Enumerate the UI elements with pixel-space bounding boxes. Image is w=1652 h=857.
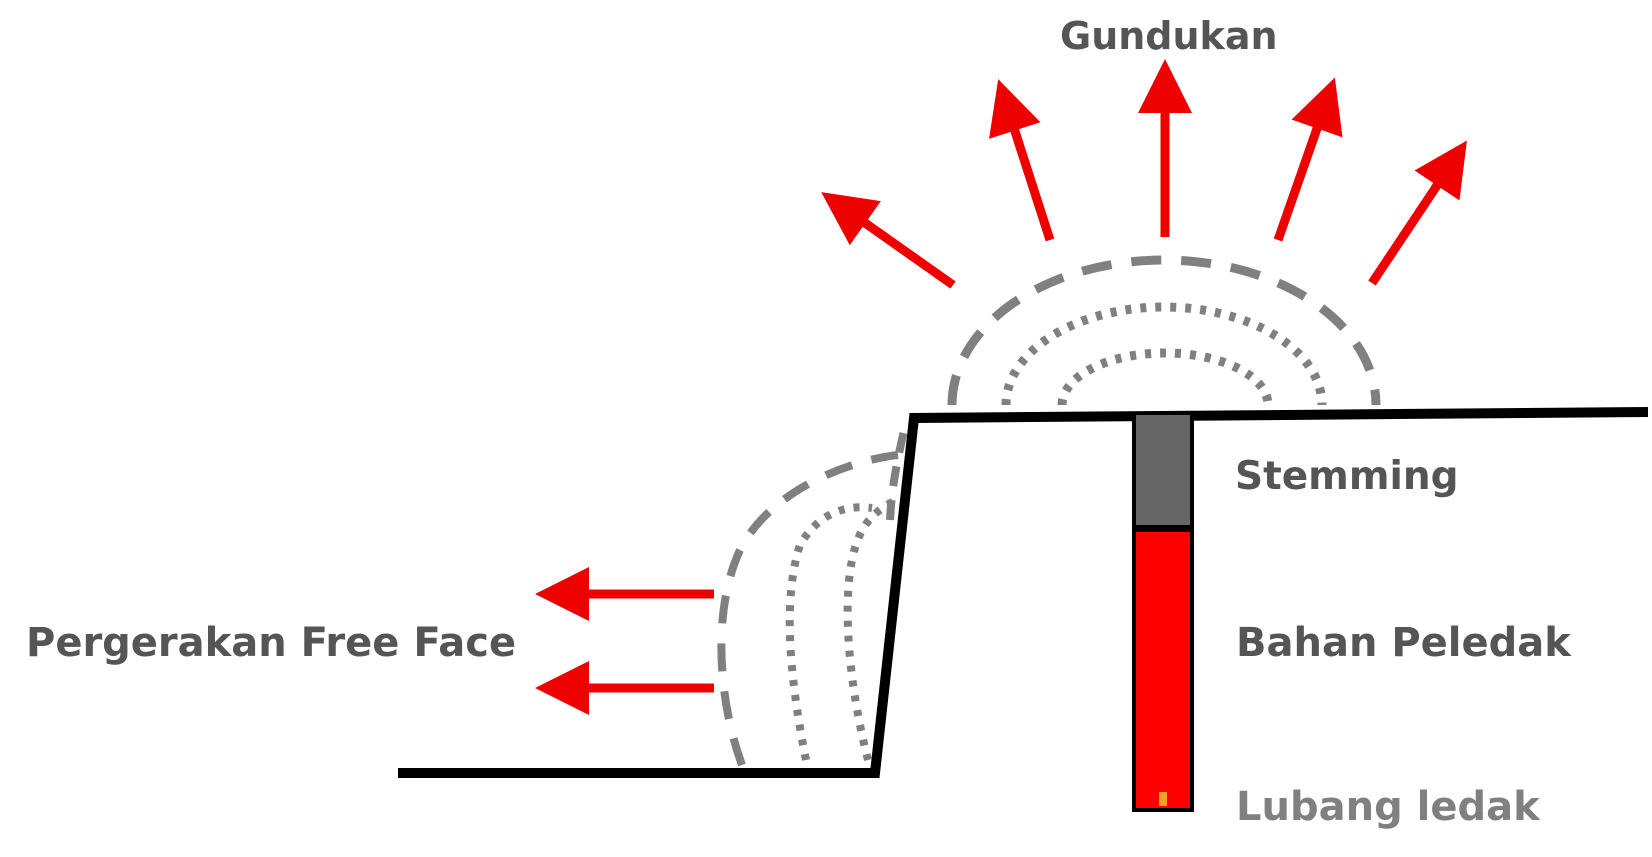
arrow-up-right-far [1368,140,1467,286]
face-wave-dashed [717,451,899,767]
arrow-up-left-far [821,192,956,289]
arrow-up-left [989,79,1055,242]
stemming-column [1136,415,1190,525]
explosive-label: Bahan Peledak [1236,620,1571,666]
arrow-up-right [1273,77,1343,242]
mound-wave-dashed [947,255,1381,406]
blast-hole-label: Lubang ledak [1236,784,1540,830]
face-wave-dotted-inner [843,496,898,761]
free-face-label: Pergerakan Free Face [26,620,517,666]
mound-wave-dotted-inner [1057,348,1273,406]
explosive-charge [1136,532,1190,808]
detonator-primer [1159,792,1167,806]
stemming-label: Stemming [1235,454,1459,499]
mound-wave-dotted-outer [1001,302,1327,406]
bench-profile-line [398,407,1649,778]
face-wave-dotted-outer [785,503,873,761]
face-wave-dashed-top [886,429,908,521]
mound-label: Gundukan [1060,14,1278,58]
